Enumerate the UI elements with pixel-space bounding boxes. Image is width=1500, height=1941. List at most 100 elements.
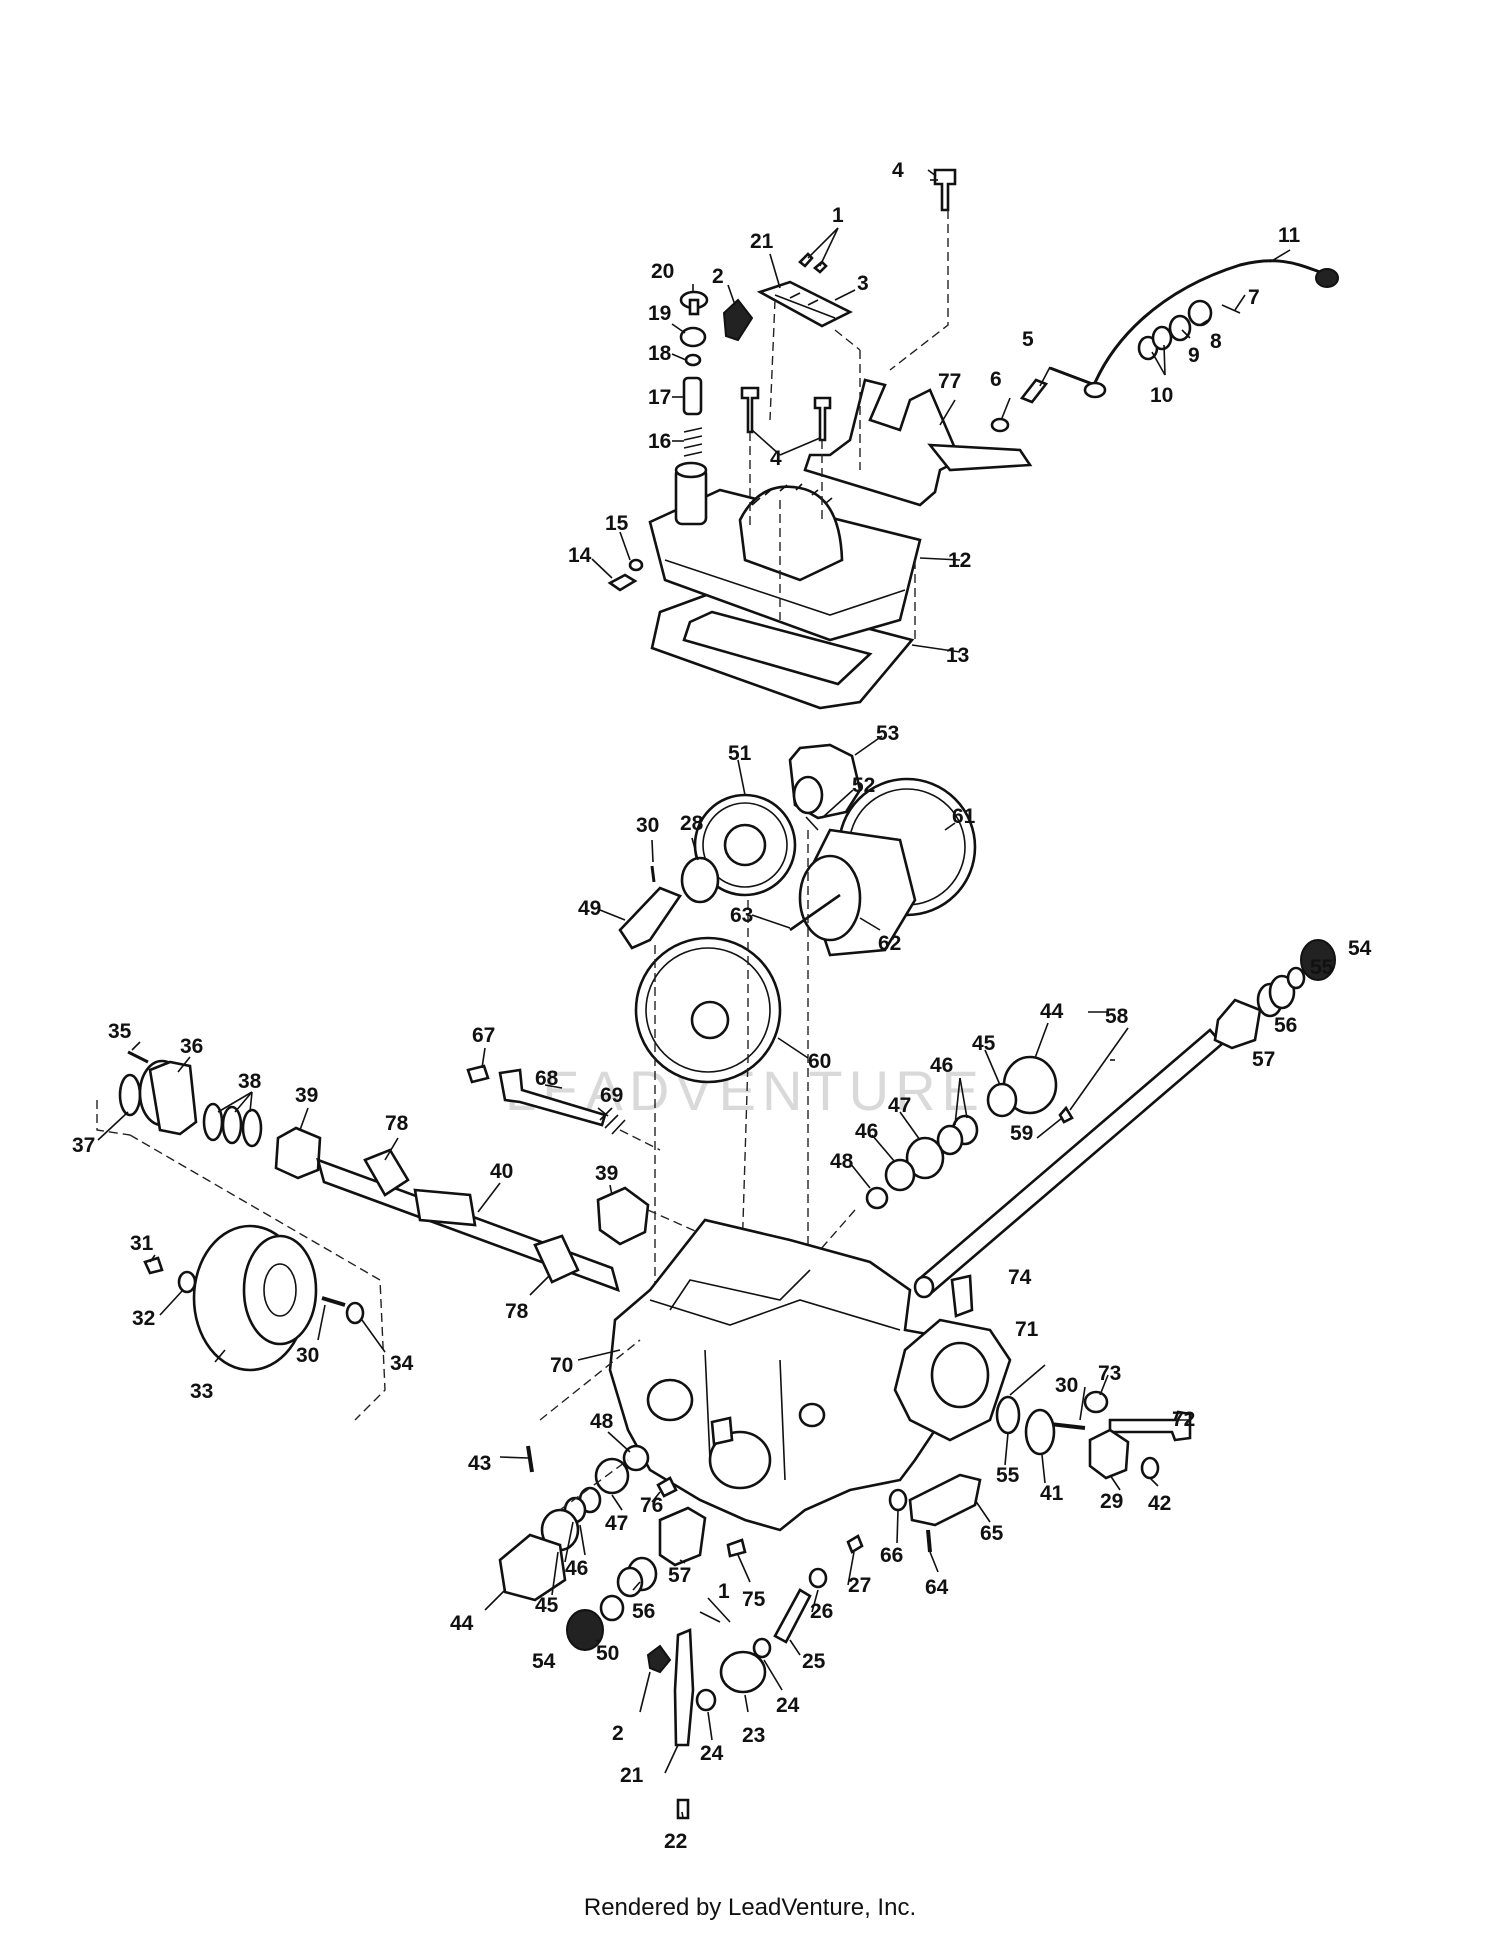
callout-70: 70 — [550, 1354, 573, 1377]
axle-bore — [930, 1341, 990, 1409]
housing-port-b — [708, 1430, 772, 1490]
callout-17: 17 — [648, 386, 671, 409]
callout-69: 69 — [600, 1084, 623, 1107]
pin-43 — [526, 1445, 534, 1473]
callout-24b: 24 — [776, 1694, 800, 1717]
washer-41 — [1024, 1408, 1056, 1456]
worm-gear-78b — [533, 1234, 580, 1284]
boss-top — [674, 461, 708, 479]
ring-37 — [118, 1073, 142, 1117]
callout-7: 7 — [1248, 286, 1260, 309]
key-52 — [805, 816, 819, 831]
callout-49: 49 — [578, 897, 601, 920]
callout-77: 77 — [938, 370, 961, 393]
washer-56d — [616, 1566, 644, 1598]
callout-9: 9 — [1188, 344, 1200, 367]
callout-4a: 4 — [892, 159, 904, 182]
callout-37: 37 — [72, 1134, 95, 1157]
callout-66: 66 — [880, 1544, 903, 1567]
callout-59: 59 — [1010, 1122, 1033, 1145]
callout-6: 6 — [990, 368, 1002, 391]
callout-54a: 54 — [1348, 937, 1372, 960]
callout-41: 41 — [1040, 1482, 1064, 1505]
rod-eye — [1083, 381, 1107, 399]
washer-26 — [808, 1567, 828, 1589]
callout-3: 3 — [857, 272, 869, 295]
callout-27: 27 — [848, 1574, 871, 1597]
callout-34: 34 — [390, 1352, 414, 1375]
callout-57b: 57 — [668, 1564, 691, 1587]
cotter-7 — [1221, 304, 1241, 314]
callout-30c: 30 — [1055, 1374, 1078, 1397]
callout-46a: 46 — [930, 1054, 953, 1077]
callout-29: 29 — [1100, 1490, 1123, 1513]
callout-5: 5 — [1022, 328, 1034, 351]
callout-44b: 44 — [450, 1612, 474, 1635]
callout-75: 75 — [742, 1588, 766, 1611]
callout-13: 13 — [946, 644, 969, 667]
callout-46b: 46 — [855, 1120, 878, 1143]
callout-48b: 48 — [590, 1410, 614, 1433]
callout-labels-direct: 1122344567891011121314151617181920212122… — [72, 159, 1372, 1853]
ring-42 — [1140, 1456, 1160, 1480]
washer-66 — [888, 1488, 908, 1512]
callout-45a: 45 — [972, 1032, 996, 1055]
bolt-4c — [933, 168, 957, 212]
callout-23: 23 — [742, 1724, 765, 1747]
callout-68: 68 — [535, 1067, 559, 1090]
pinion-49 — [618, 886, 682, 950]
callout-33: 33 — [190, 1380, 213, 1403]
callout-20: 20 — [651, 260, 674, 283]
callout-47b: 47 — [605, 1512, 628, 1535]
callout-61: 61 — [952, 805, 976, 828]
callout-18: 18 — [648, 342, 672, 365]
callout-52: 52 — [852, 774, 875, 797]
coupler-29 — [1088, 1428, 1130, 1480]
bearing-39a — [274, 1126, 322, 1180]
callout-14: 14 — [568, 544, 592, 567]
washer-24a — [695, 1688, 717, 1712]
worm-gear-78a — [363, 1148, 410, 1197]
callout-39a: 39 — [295, 1084, 318, 1107]
callout-53: 53 — [876, 722, 899, 745]
callout-11: 11 — [1278, 224, 1301, 247]
bolt-72 — [1108, 1410, 1192, 1442]
callout-28: 28 — [680, 812, 704, 835]
callout-73: 73 — [1098, 1362, 1121, 1385]
knob-2b — [646, 1644, 672, 1674]
washer-48a — [865, 1186, 889, 1210]
callout-50: 50 — [596, 1642, 619, 1665]
washer-9 — [1168, 314, 1192, 342]
bushing-57 — [1213, 998, 1262, 1050]
shim-38a — [202, 1102, 224, 1142]
axle-end — [913, 1275, 935, 1299]
callout-12: 12 — [948, 549, 971, 572]
screw-35 — [127, 1050, 149, 1064]
callout-57a: 57 — [1252, 1048, 1275, 1071]
callout-47a: 47 — [888, 1094, 911, 1117]
callout-1b: 1 — [718, 1580, 730, 1603]
callout-38: 38 — [238, 1070, 262, 1093]
callout-72: 72 — [1172, 1408, 1195, 1431]
screw-22 — [676, 1798, 690, 1820]
callout-56b: 56 — [632, 1600, 655, 1623]
callout-8: 8 — [1210, 330, 1222, 353]
pin-30c — [1049, 1422, 1086, 1430]
ring-50 — [599, 1594, 625, 1622]
washer-34 — [345, 1301, 365, 1325]
callout-71: 71 — [1015, 1318, 1039, 1341]
bearing-47b — [594, 1457, 630, 1495]
nut-54b — [566, 1609, 604, 1651]
callout-48a: 48 — [830, 1150, 854, 1173]
callout-21b: 21 — [620, 1764, 644, 1787]
callout-46c: 46 — [565, 1557, 588, 1580]
callout-78b: 78 — [505, 1300, 529, 1323]
callout-40: 40 — [490, 1160, 513, 1183]
washer-56b — [1268, 974, 1296, 1010]
nut-6 — [990, 417, 1010, 433]
shift-rod-11 — [1088, 259, 1321, 396]
ring-18 — [684, 353, 702, 367]
pin-64 — [926, 1529, 932, 1553]
bolt-4b — [813, 396, 832, 442]
shaft-25 — [773, 1588, 812, 1644]
